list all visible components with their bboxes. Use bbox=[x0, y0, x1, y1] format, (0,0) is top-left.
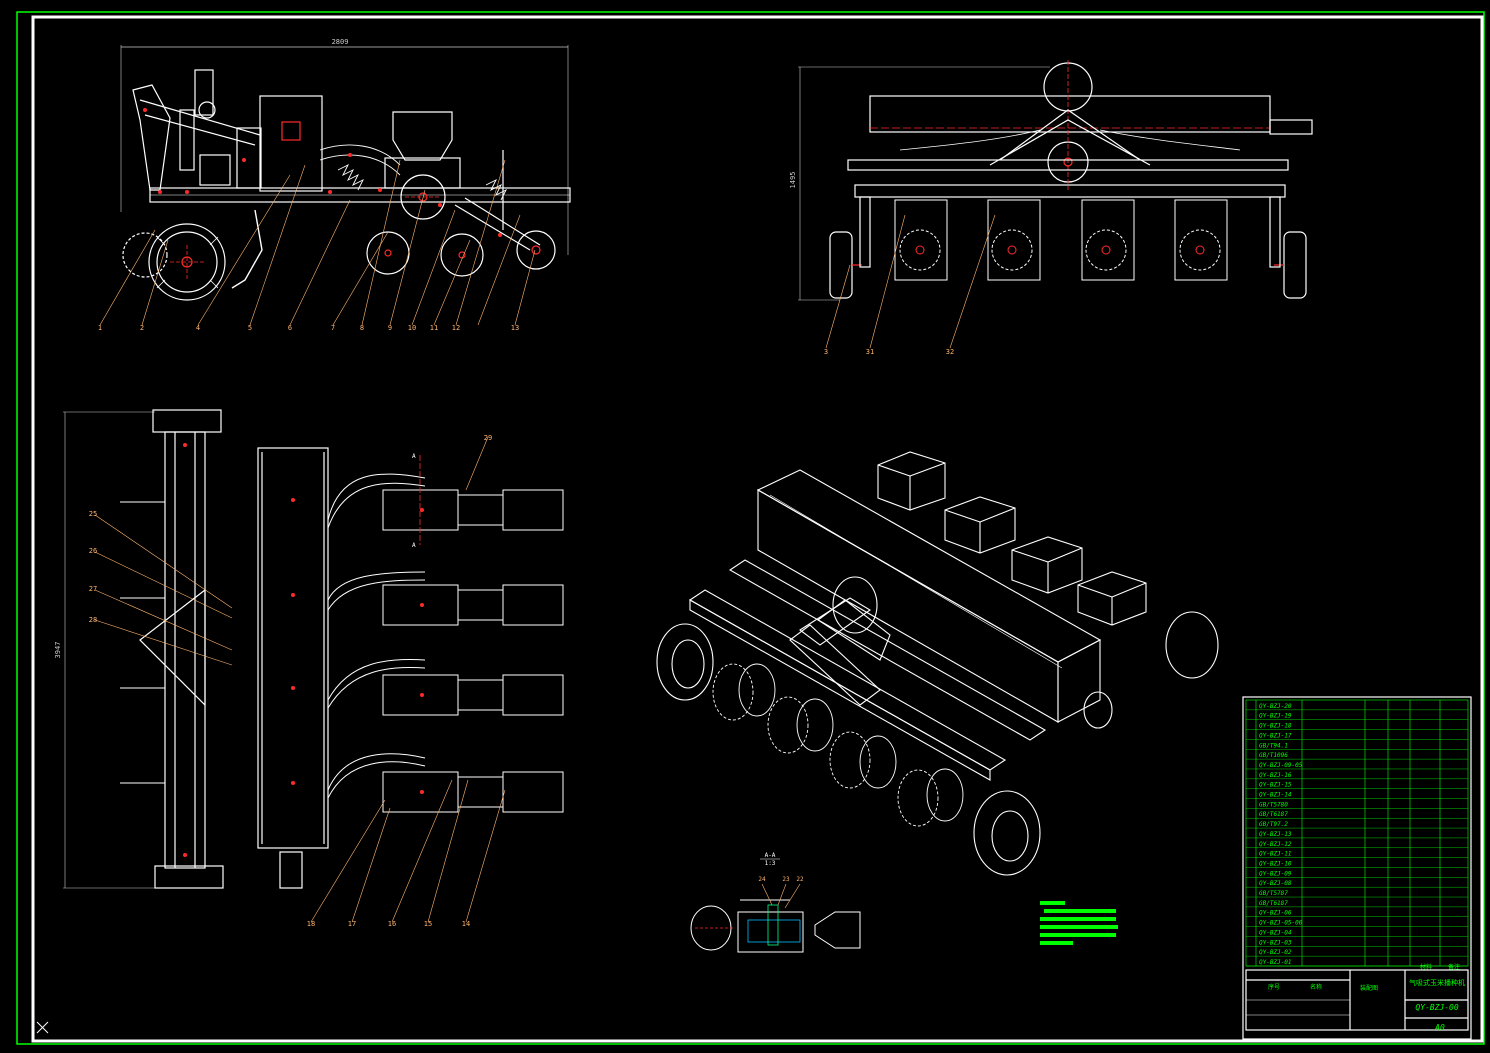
part-code: GB/T6187 bbox=[1259, 811, 1288, 818]
part-code: GB/T94.1 bbox=[1259, 742, 1288, 749]
balloon-label: 18 bbox=[307, 920, 315, 928]
balloon-label: 14 bbox=[462, 920, 470, 928]
part-code: QY-BZJ-10 bbox=[1259, 860, 1292, 867]
part-code: QY-BZJ-03 bbox=[1259, 939, 1292, 946]
drawing-number: QY-BZJ-00 bbox=[1415, 1003, 1459, 1012]
balloon-label: 5 bbox=[248, 324, 252, 332]
inner-border-frame bbox=[31, 15, 1484, 1043]
part-code: QY-BZJ-16 bbox=[1259, 772, 1292, 779]
part-code: QY-BZJ-11 bbox=[1259, 851, 1292, 858]
isometric-view-drawing[interactable] bbox=[656, 451, 1219, 876]
balloon-label: 26 bbox=[89, 547, 97, 555]
part-code: QY-BZJ-13 bbox=[1259, 831, 1292, 838]
side-view-overall-dimension: 2809 bbox=[332, 38, 349, 46]
balloon-label: 4 bbox=[196, 324, 200, 332]
balloon-label: 11 bbox=[430, 324, 438, 332]
section-marker-top: A bbox=[412, 453, 416, 460]
top-view-drawing[interactable]: 3947 bbox=[54, 409, 564, 923]
part-code: GB/T6187 bbox=[1259, 900, 1288, 907]
balloon-label: 2 bbox=[140, 324, 144, 332]
outer-border-frame bbox=[16, 11, 1485, 1045]
balloon-label: 24 bbox=[758, 876, 766, 883]
part-code: QY-BZJ-06 bbox=[1259, 910, 1292, 917]
part-code: QY-BZJ-15 bbox=[1259, 782, 1292, 789]
balloon-label: 9 bbox=[388, 324, 392, 332]
top-view-width-dimension: 3947 bbox=[54, 642, 62, 659]
balloon-label: 29 bbox=[484, 434, 492, 442]
part-code: QY-BZJ-02 bbox=[1259, 949, 1292, 956]
side-view-drawing[interactable]: 2809 bbox=[99, 38, 571, 326]
header-material: 材料 bbox=[1420, 963, 1432, 971]
balloon-label: 15 bbox=[424, 920, 432, 928]
front-view-height-dimension: 1495 bbox=[789, 172, 797, 189]
balloon-label: 32 bbox=[946, 348, 954, 356]
balloon-label: 7 bbox=[331, 324, 335, 332]
balloon-label: 25 bbox=[89, 510, 97, 518]
section-title: A-A bbox=[765, 852, 776, 859]
balloon-label: 8 bbox=[360, 324, 364, 332]
section-aa-drawing[interactable]: A-A 1:3 bbox=[690, 852, 861, 953]
part-code: GB/T97.2 bbox=[1259, 821, 1288, 828]
part-code: QY-BZJ-19 bbox=[1259, 713, 1292, 720]
balloon-label: 3 bbox=[824, 348, 828, 356]
assembly-label: 装配图 bbox=[1360, 984, 1378, 992]
part-code: QY-BZJ-09-05 bbox=[1259, 762, 1303, 769]
section-scale: 1:3 bbox=[765, 860, 776, 867]
cursor-crosshair-icon bbox=[36, 1021, 49, 1034]
balloon-label: 22 bbox=[796, 876, 804, 883]
balloon-label: 12 bbox=[452, 324, 460, 332]
section-marker-bottom: A bbox=[412, 542, 416, 549]
front-view-drawing[interactable]: 1495 bbox=[789, 60, 1313, 349]
front-view-balloons: 3 31 32 bbox=[824, 348, 954, 356]
balloon-label: 6 bbox=[288, 324, 292, 332]
top-view-balloons: 25 26 27 28 29 18 17 16 15 14 bbox=[89, 434, 492, 928]
technical-requirements-block bbox=[1040, 901, 1118, 945]
part-code: GB/T5780 bbox=[1259, 801, 1288, 808]
balloon-label: 27 bbox=[89, 585, 97, 593]
balloon-label: 31 bbox=[866, 348, 874, 356]
drawing-name: 气吸式玉米播种机 bbox=[1409, 978, 1465, 987]
balloon-label: 10 bbox=[408, 324, 416, 332]
balloon-label: 13 bbox=[511, 324, 519, 332]
part-code: QY-BZJ-05-00 bbox=[1259, 920, 1303, 927]
part-code: QY-BZJ-01 bbox=[1259, 959, 1292, 966]
part-code: QY-BZJ-08 bbox=[1259, 880, 1292, 887]
balloon-label: 23 bbox=[782, 876, 790, 883]
section-view-balloons: 24 23 22 bbox=[758, 876, 804, 883]
part-code: QY-BZJ-17 bbox=[1259, 732, 1292, 739]
side-view-balloons: 1 2 4 5 6 7 8 9 10 11 12 13 bbox=[98, 324, 519, 332]
part-code: QY-BZJ-09 bbox=[1259, 870, 1292, 877]
title-block[interactable]: QY-BZJ-20QY-BZJ-19QY-BZJ-18QY-BZJ-17GB/T… bbox=[1242, 696, 1472, 1040]
part-code: QY-BZJ-20 bbox=[1259, 703, 1292, 710]
header-note: 备注 bbox=[1448, 963, 1460, 971]
part-code: QY-BZJ-14 bbox=[1259, 792, 1292, 799]
part-code: GB/T5787 bbox=[1259, 890, 1288, 897]
balloon-label: 16 bbox=[388, 920, 396, 928]
part-code: QY-BZJ-12 bbox=[1259, 841, 1292, 848]
header-name: 名称 bbox=[1310, 983, 1322, 991]
title-block-text: 序号 名称 材料 备注 装配图 气吸式玉米播种机 QY-BZJ-00 A0 bbox=[1268, 963, 1465, 1032]
part-code: QY-BZJ-04 bbox=[1259, 929, 1292, 936]
part-code: GB/T1096 bbox=[1259, 752, 1288, 759]
part-code: QY-BZJ-18 bbox=[1259, 723, 1292, 730]
sheet-size: A0 bbox=[1434, 1023, 1445, 1032]
balloon-label: 1 bbox=[98, 324, 102, 332]
header-seq: 序号 bbox=[1268, 983, 1280, 991]
balloon-label: 28 bbox=[89, 616, 97, 624]
balloon-label: 17 bbox=[348, 920, 356, 928]
